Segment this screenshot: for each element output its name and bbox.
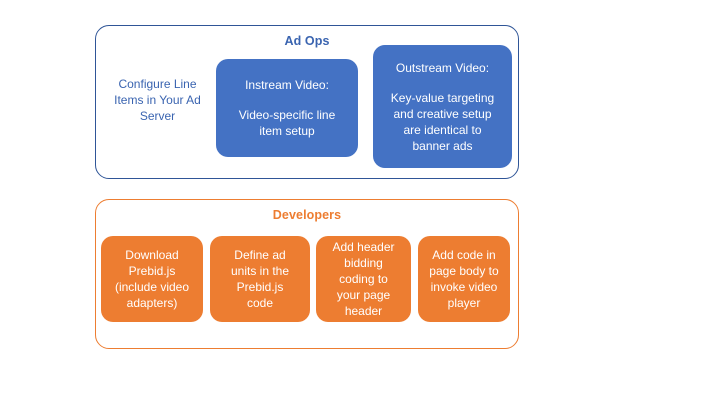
box-instream-video-title: Instream Video: xyxy=(245,78,329,92)
text-configure-line-items: Configure Line Items in Your Ad Server xyxy=(100,76,215,124)
text-line: item setup xyxy=(259,124,315,138)
text-line: and creative setup xyxy=(393,106,492,121)
text-line: Prebid.js xyxy=(128,264,176,278)
text-line: (include video xyxy=(114,280,190,294)
text-line: are identical to xyxy=(403,122,482,137)
box-define-ad-units: Define ad units in the Prebid.js code xyxy=(210,236,310,322)
group-title-ad-ops: Ad Ops xyxy=(284,34,330,48)
box-define-ad-units-body: Define ad units in the Prebid.js code xyxy=(231,247,289,311)
text-line: Key-value targeting xyxy=(390,90,495,105)
text-line: player xyxy=(447,296,481,310)
box-header-bidding-code: Add header bidding coding to your page h… xyxy=(316,236,411,322)
text-line: Define ad xyxy=(234,248,286,262)
text-line: Download xyxy=(125,248,179,262)
text-line: your page xyxy=(336,288,391,302)
text-line: invoke video xyxy=(430,280,498,294)
box-download-prebid: Download Prebid.js (include video adapte… xyxy=(101,236,203,322)
box-outstream-video-title: Outstream Video: xyxy=(395,60,490,75)
text-line: Items in Your Ad xyxy=(114,93,201,107)
text-line: Configure Line xyxy=(118,77,197,91)
text-line: Add header xyxy=(332,240,395,254)
text-line: Server xyxy=(139,109,176,123)
text-line: bidding xyxy=(344,256,383,270)
text-line: header xyxy=(344,304,383,318)
box-invoke-video-player: Add code in page body to invoke video pl… xyxy=(418,236,510,322)
box-download-prebid-body: Download Prebid.js (include video adapte… xyxy=(115,247,189,311)
box-invoke-video-player-body: Add code in page body to invoke video pl… xyxy=(429,247,498,311)
text-line: Video-specific line xyxy=(238,108,336,122)
text-line: adapters) xyxy=(126,296,178,310)
box-header-bidding-code-body: Add header bidding coding to your page h… xyxy=(332,239,394,319)
text-line: coding to xyxy=(339,272,388,286)
text-line: Prebid.js xyxy=(236,280,284,294)
box-instream-video: Instream Video: Video-specific line item… xyxy=(216,59,358,157)
box-outstream-video: Outstream Video: Key-value targeting and… xyxy=(373,45,512,168)
text-line: units in the xyxy=(230,264,290,278)
group-title-developers: Developers xyxy=(272,208,342,222)
text-line: Add code in xyxy=(432,248,496,262)
box-instream-video-body: Video-specific line item setup xyxy=(239,107,336,139)
text-line: page body to xyxy=(429,264,499,278)
box-outstream-video-body: Key-value targeting and creative setup a… xyxy=(391,90,494,154)
text-line: code xyxy=(246,296,273,310)
text-line: banner ads xyxy=(412,138,473,153)
